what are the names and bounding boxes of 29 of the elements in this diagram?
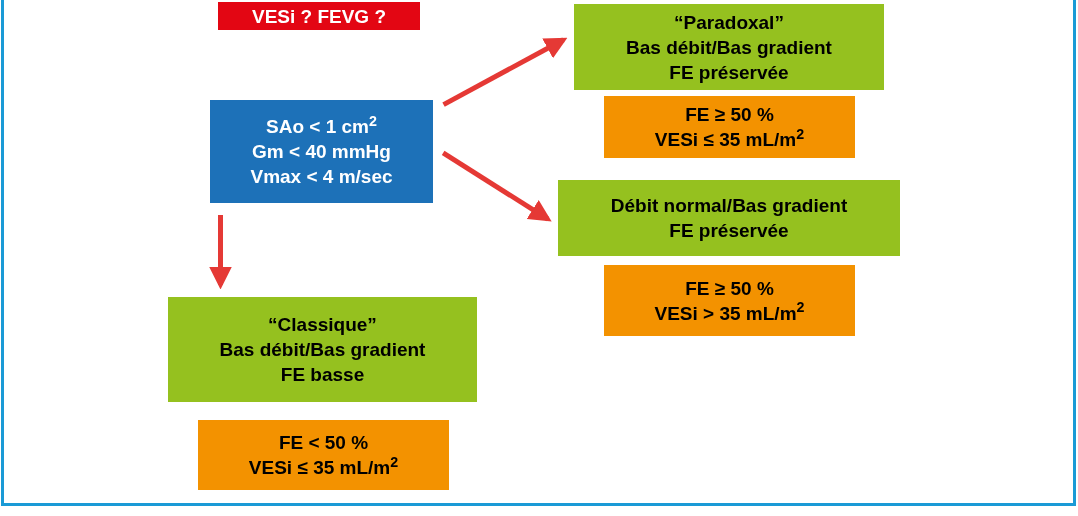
box-text: FE préservée — [669, 219, 789, 243]
box-text: FE ≥ 50 % — [685, 103, 774, 127]
box-text: Débit normal/Bas gradient — [610, 194, 848, 218]
box-text: Bas débit/Bas gradient — [219, 338, 426, 362]
measurement-box — [210, 100, 433, 203]
box-text: VESi > 35 mL/m$^{2}$ — [654, 300, 805, 326]
box-text: FE ≥ 50 % — [685, 276, 774, 301]
arrow — [442, 37, 568, 107]
arrow — [441, 150, 552, 222]
box-text: Gm < 40 mmHg — [252, 140, 391, 164]
box-text: Bas débit/Bas gradient — [626, 35, 832, 60]
criteria-box — [198, 420, 449, 490]
criteria-box — [604, 265, 855, 336]
alert-box — [218, 2, 420, 30]
box-text: FE basse — [280, 363, 365, 387]
criteria-box — [604, 96, 855, 158]
box-text: “Paradoxal” — [674, 10, 784, 35]
box-text: VESi ≤ 35 mL/m$^{2}$ — [248, 455, 399, 480]
box-text: SAo < 1 cm$^{2}$ — [266, 114, 377, 139]
category-box — [574, 4, 884, 90]
box-text: VESi ≤ 35 mL/m$^{2}$ — [654, 127, 805, 152]
category-box — [558, 180, 900, 256]
box-text: “Classique” — [268, 313, 377, 337]
box-text: FE < 50 % — [278, 431, 369, 455]
box-text: Vmax < 4 m/sec — [250, 165, 393, 189]
arrow — [209, 215, 232, 290]
box-text: FE préservée — [669, 60, 789, 85]
category-box — [168, 297, 477, 402]
box-text: VESi ? FEVG ? — [251, 4, 387, 29]
